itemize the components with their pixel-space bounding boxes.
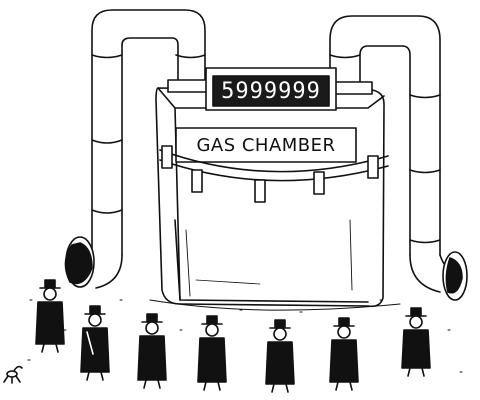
right-pipe	[329, 15, 468, 301]
figure-4	[197, 315, 227, 391]
figure-3	[137, 313, 167, 389]
label-plate	[175, 127, 357, 163]
queue-of-figures	[35, 279, 431, 393]
small-bug-doodle	[3, 365, 23, 384]
gas-meter	[155, 67, 389, 308]
figure-6	[329, 317, 359, 391]
floor-speckles	[27, 299, 463, 373]
counter-display	[212, 75, 330, 107]
left-pipe	[64, 9, 206, 289]
figure-2	[80, 305, 110, 381]
ground-line	[149, 299, 401, 311]
figure-5	[265, 319, 295, 393]
figure-7	[401, 307, 431, 377]
figure-1	[35, 279, 65, 353]
